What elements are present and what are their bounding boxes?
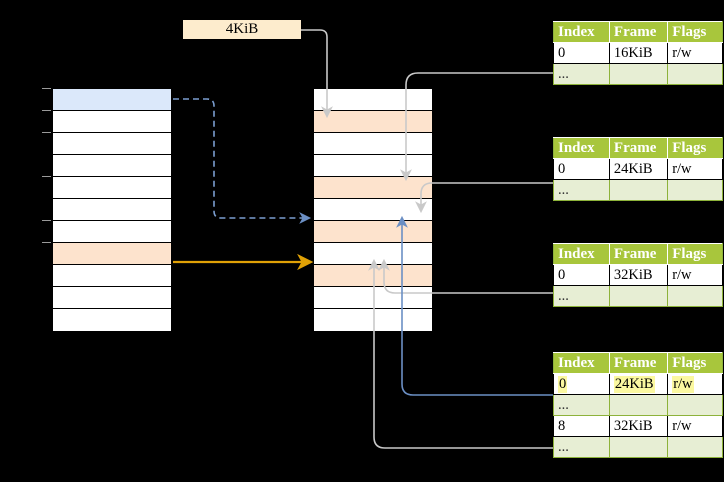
cell-flags: r/w (667, 373, 723, 395)
column-header-frame: Frame (608, 352, 669, 374)
column-tick-5 (42, 220, 51, 221)
memory-row-10 (314, 287, 432, 309)
memory-row-3 (314, 133, 432, 155)
memory-row-4 (53, 155, 171, 177)
column-tick-6 (42, 242, 51, 243)
memory-row-5 (53, 177, 171, 199)
highlighted-value: 24KiB (613, 375, 655, 393)
table-row: ... (553, 394, 723, 416)
cell-flags: r/w (667, 42, 723, 64)
highlighted-value: r/w (672, 375, 694, 393)
column-tick-1 (42, 88, 51, 89)
memory-row-6 (53, 199, 171, 221)
memory-row-6 (314, 199, 432, 221)
memory-row-7 (314, 221, 432, 243)
cell-frame: 24KiB (608, 158, 669, 180)
cell-flags (667, 394, 723, 416)
cell-index: ... (553, 179, 610, 201)
cell-flags: r/w (667, 264, 723, 286)
table-row: ... (553, 63, 723, 85)
column-tick-4 (42, 176, 51, 177)
memory-row-4 (314, 155, 432, 177)
memory-row-11 (53, 309, 171, 331)
memory-row-1 (53, 89, 171, 111)
cell-flags: r/w (667, 415, 723, 437)
cell-flags (667, 285, 723, 307)
column-tick-3 (42, 132, 51, 133)
column-header-frame: Frame (608, 21, 669, 43)
memory-row-10 (53, 287, 171, 309)
cell-flags (667, 63, 723, 85)
memory-row-9 (314, 265, 432, 287)
cell-frame (608, 63, 669, 85)
table-row: 0 24KiB r/w (553, 373, 723, 395)
page-size-label: 4KiB (183, 20, 301, 39)
cell-index: 0 (553, 264, 610, 286)
cell-frame (608, 394, 669, 416)
table-row: ... (553, 179, 723, 201)
column-header-index: Index (553, 243, 610, 265)
cell-frame: 24KiB (608, 373, 669, 395)
cell-index: 8 (553, 415, 610, 437)
column-tick-2 (42, 110, 51, 111)
column-header-frame: Frame (608, 137, 669, 159)
memory-row-2 (314, 111, 432, 133)
memory-row-3 (53, 133, 171, 155)
column-header-index: Index (553, 137, 610, 159)
memory-row-5 (314, 177, 432, 199)
column-header-flags: Flags (667, 243, 723, 265)
virtual-address-space-column (52, 88, 172, 331)
cell-flags (667, 179, 723, 201)
cell-frame (608, 179, 669, 201)
table-row: ... (553, 436, 723, 458)
memory-row-1 (314, 89, 432, 111)
memory-row-8 (53, 243, 171, 265)
cell-flags (667, 436, 723, 458)
page-size-label-text: 4KiB (225, 21, 259, 37)
cell-index: ... (553, 285, 610, 307)
cell-frame (608, 436, 669, 458)
wire-virtual-to-physical-dashed (173, 98, 312, 224)
wire-table2-to-frame (415, 182, 553, 214)
cell-index: ... (553, 394, 610, 416)
cell-index: ... (553, 63, 610, 85)
cell-frame: 32KiB (608, 415, 669, 437)
column-header-flags: Flags (667, 352, 723, 374)
column-header-index: Index (553, 21, 610, 43)
cell-index: 0 (553, 42, 610, 64)
cell-index: 0 (553, 373, 610, 395)
cell-frame: 32KiB (608, 264, 669, 286)
cell-index: 0 (553, 158, 610, 180)
memory-row-11 (314, 309, 432, 331)
column-header-flags: Flags (667, 137, 723, 159)
cell-flags: r/w (667, 158, 723, 180)
cell-frame (608, 285, 669, 307)
highlighted-value: 0 (558, 375, 568, 393)
memory-row-8 (314, 243, 432, 265)
cell-index: ... (553, 436, 610, 458)
cell-frame: 16KiB (608, 42, 669, 64)
memory-row-7 (53, 221, 171, 243)
column-header-flags: Flags (667, 21, 723, 43)
memory-row-2 (53, 111, 171, 133)
physical-memory-column (313, 88, 433, 331)
column-header-frame: Frame (608, 243, 669, 265)
table-row: ... (553, 285, 723, 307)
column-header-index: Index (553, 352, 610, 374)
memory-row-9 (53, 265, 171, 287)
